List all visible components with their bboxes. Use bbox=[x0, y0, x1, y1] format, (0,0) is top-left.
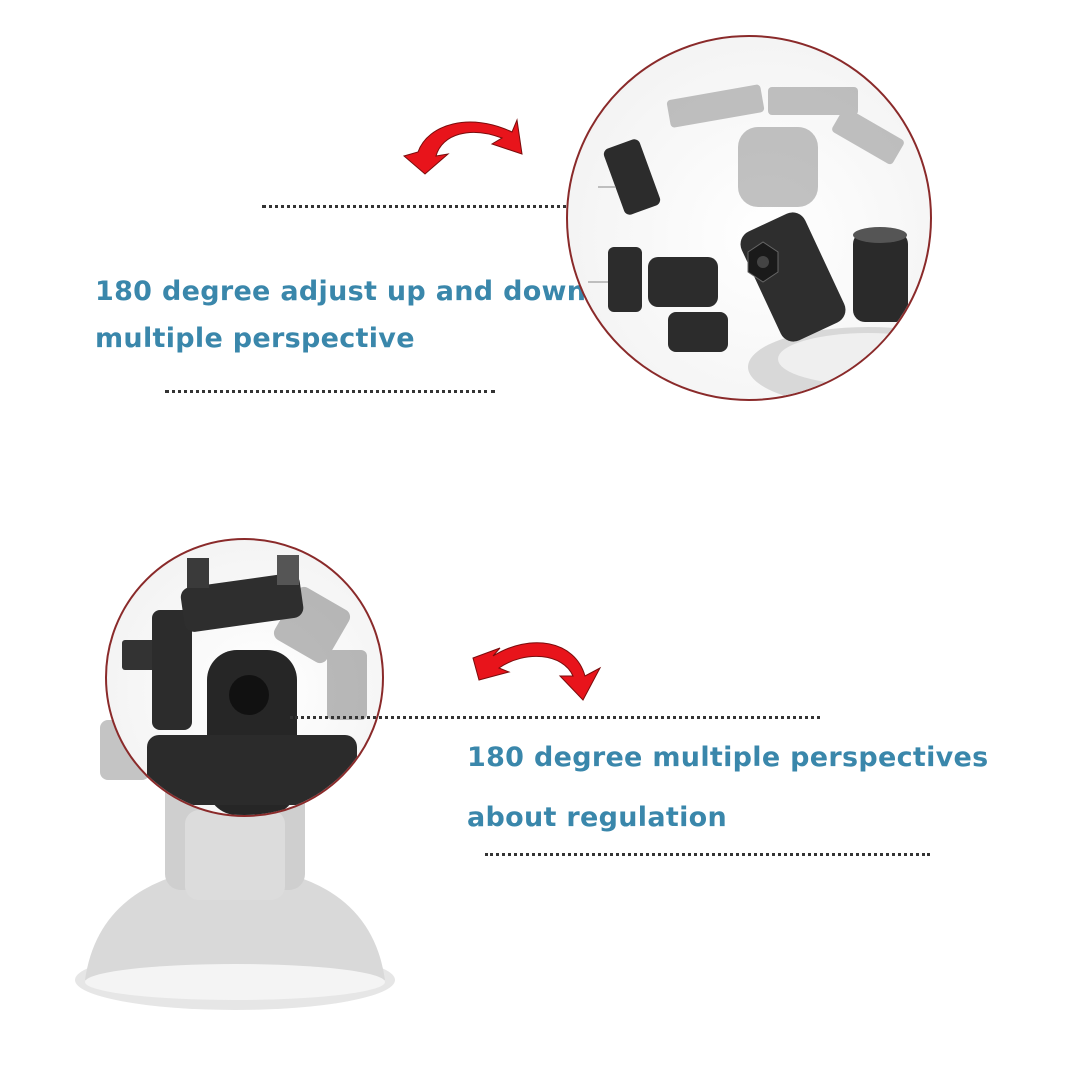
dotted-leader-line bbox=[262, 205, 622, 208]
suction-cup-base-icon bbox=[75, 720, 395, 1010]
camera-mount-head-icon bbox=[122, 555, 367, 815]
caption-bottom-line2: about regulation bbox=[467, 802, 728, 833]
dotted-leader-line bbox=[485, 853, 930, 856]
camera-mount-rotating-icon bbox=[588, 84, 930, 399]
caption-top-line2: multiple perspective bbox=[95, 323, 415, 354]
curved-double-arrow-icon bbox=[472, 642, 602, 701]
dotted-leader-line bbox=[165, 390, 495, 393]
caption-bottom-line1: 180 degree multiple perspectives bbox=[467, 742, 989, 773]
product-detail-circle-top bbox=[566, 35, 932, 401]
dotted-leader-line bbox=[290, 716, 820, 719]
product-detail-circle-bottom bbox=[105, 538, 384, 817]
caption-top-line1: 180 degree adjust up and down bbox=[95, 276, 587, 307]
curved-double-arrow-icon bbox=[402, 118, 523, 175]
